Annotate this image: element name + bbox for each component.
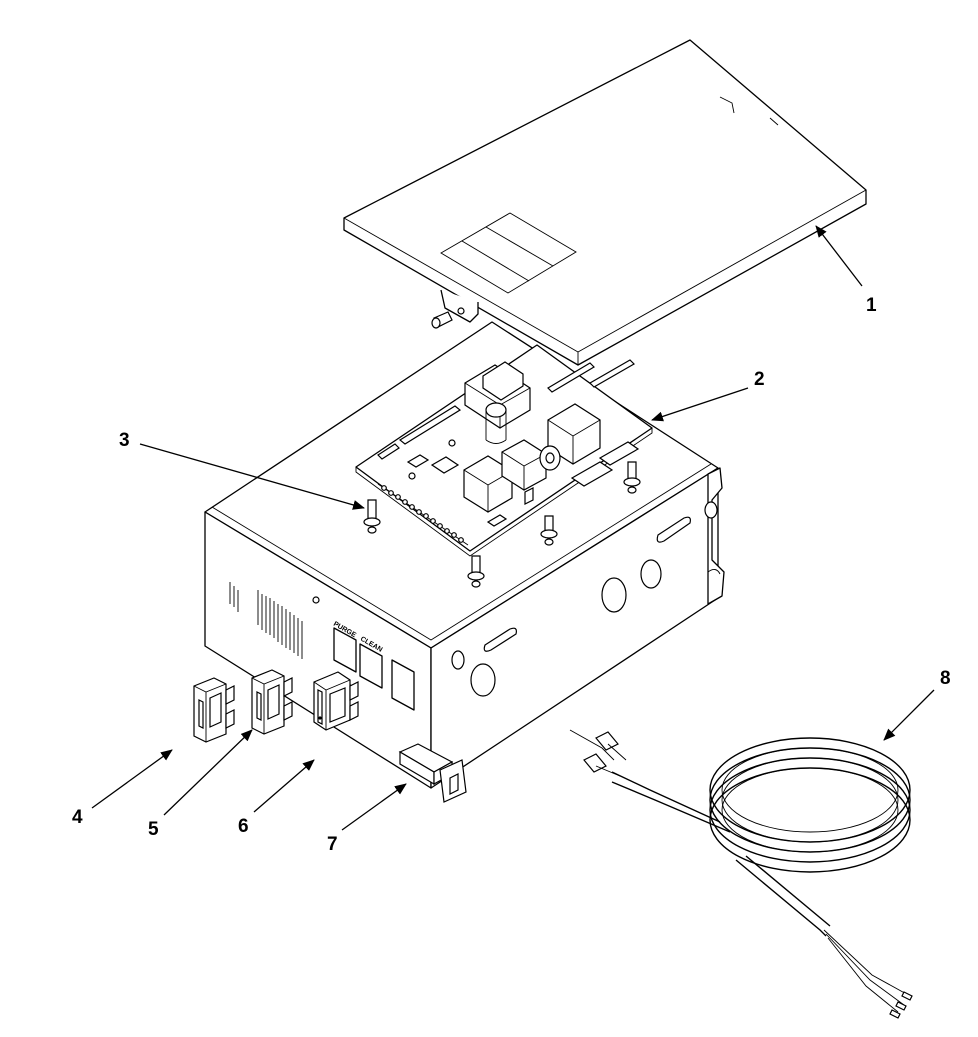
standoff-front — [467, 555, 485, 588]
cable-assembly-part-8 — [569, 729, 913, 1019]
terminal-strip — [381, 485, 464, 543]
cover-part-1 — [343, 39, 867, 366]
callout-8: 8 — [940, 668, 951, 689]
switch-frame-part-5 — [251, 669, 293, 735]
callout-1: 1 — [866, 295, 877, 316]
standoff-mid — [540, 515, 558, 546]
circuit-board-part-2 — [355, 344, 653, 557]
callout-6: 6 — [238, 816, 249, 837]
cover-screw — [431, 311, 453, 329]
standoffs-part-3 — [363, 461, 641, 588]
callout-numbers: 1 2 3 4 5 6 7 8 — [72, 295, 951, 855]
rocker-switch-part-6 — [313, 671, 359, 731]
callout-7: 7 — [327, 834, 338, 855]
callout-2: 2 — [754, 369, 765, 390]
switch-frame-part-4 — [193, 677, 235, 743]
callout-5: 5 — [148, 819, 159, 840]
standoff-right — [623, 461, 641, 494]
circuit-breaker-part-7 — [398, 743, 467, 803]
callout-3: 3 — [119, 430, 130, 451]
callout-leaders — [91, 225, 935, 831]
standoff-left — [363, 499, 381, 534]
vent-slots — [229, 582, 303, 659]
callout-4: 4 — [72, 807, 83, 828]
